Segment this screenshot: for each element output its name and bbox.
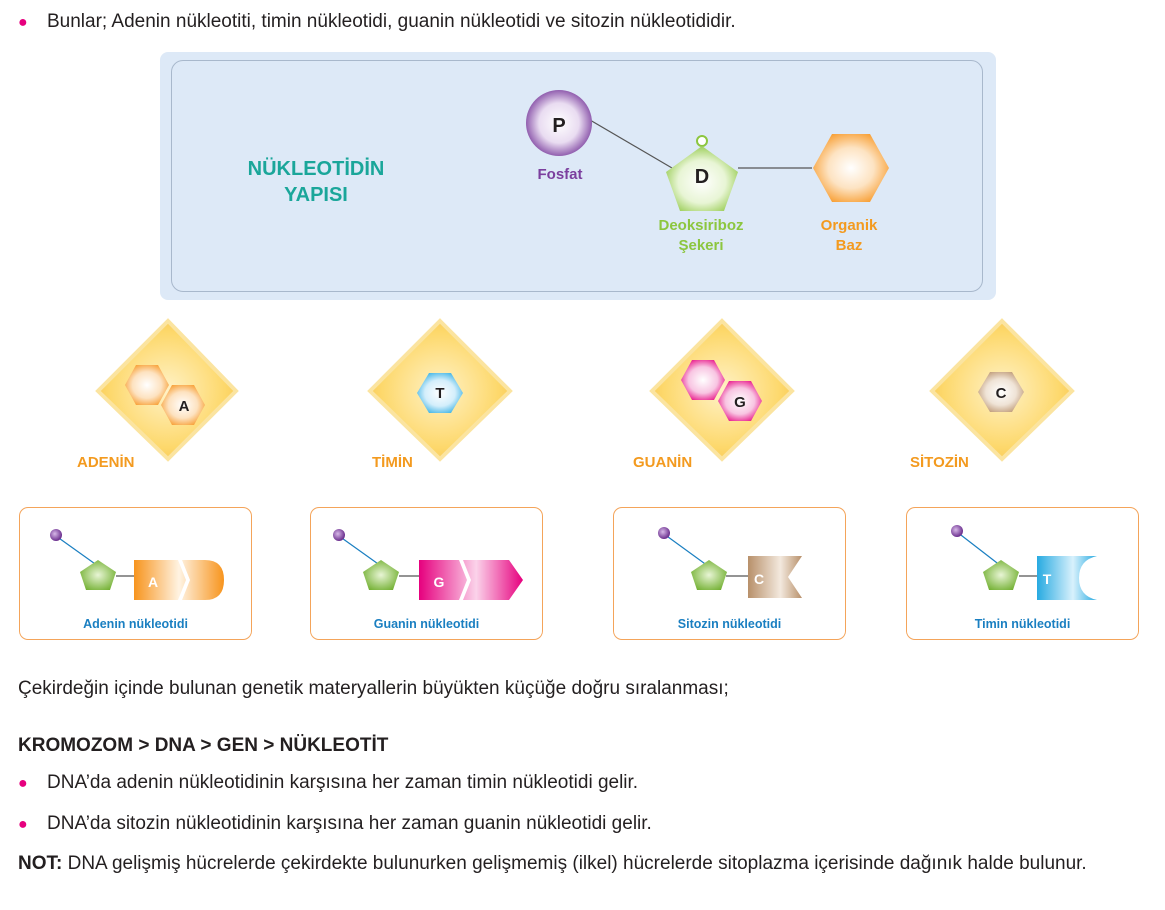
adenine-nucleotide-diagram: A — [50, 529, 224, 600]
sugar-label-line2: Şekeri — [678, 237, 724, 254]
ordering-intro: Çekirdeğin içinde bulunan genetik matery… — [18, 678, 729, 699]
pairing-bullet-2-text: DNA’da sitozin nükleotidinin karşısına h… — [47, 813, 652, 834]
cytosine-name: SİTOZİN — [910, 454, 969, 471]
phosphate-icon — [333, 529, 345, 541]
sugar-pentagon-icon — [691, 560, 727, 590]
thymine-nucleotide-caption: Timin nükleotidi — [974, 617, 1071, 631]
guanine-nucleotide-card: G Guanin nükleotidi — [310, 507, 543, 640]
adenine-base-icon — [134, 560, 224, 600]
thymine-symbol: T — [435, 385, 444, 402]
guanine-nucleotide-diagram: G — [333, 529, 523, 600]
adenine-nucleotide-card: A Adenin nükleotidi — [19, 507, 252, 640]
adenine-nucleotide-symbol: A — [148, 574, 158, 590]
cytosine-symbol: C — [996, 385, 1007, 402]
adenine-hexagon-icon — [125, 365, 169, 405]
phosphate-icon — [50, 529, 62, 541]
adenine-symbol: A — [179, 398, 190, 415]
phosphate-icon — [951, 525, 963, 537]
base-diamonds: A T G C — [95, 318, 1075, 462]
sugar-pentagon-icon — [80, 560, 116, 590]
phosphate-symbol: P — [552, 115, 565, 137]
base-hexagon-icon — [813, 134, 889, 202]
sugar-pentagon-icon — [666, 146, 738, 211]
guanine-hexagon-icon — [681, 360, 725, 400]
ordering-sequence: KROMOZOM > DNA > GEN > NÜKLEOTİT — [18, 735, 389, 756]
intro-bullet: ● Bunlar; Adenin nükleotiti, timin nükleo… — [18, 11, 736, 34]
phosphate-icon — [658, 527, 670, 539]
adenine-name: ADENİN — [77, 454, 135, 471]
structure-title-line2: YAPISI — [284, 184, 348, 206]
phosphate-icon — [526, 90, 592, 156]
pairing-bullet-1-text: DNA’da adenin nükleotidinin karşısına he… — [47, 772, 639, 793]
guanine-nucleotide-caption: Guanin nükleotidi — [373, 617, 480, 631]
structure-title-line1: NÜKLEOTİDİN — [247, 158, 385, 180]
thymine-nucleotide-card: T Timin nükleotidi — [906, 507, 1139, 640]
bullet-icon: ● — [18, 14, 28, 31]
note-paragraph: NOT: DNA gelişmiş hücrelerde çekirdekte … — [18, 852, 1153, 875]
base-label: Organik Baz — [799, 216, 899, 256]
thymine-name: TİMİN — [372, 454, 413, 471]
cytosine-nucleotide-diagram: C — [658, 527, 802, 598]
base-label-line2: Baz — [835, 237, 863, 254]
intro-text: Bunlar; Adenin nükleotiti, timin nükleot… — [47, 11, 736, 32]
sugar-label-line1: Deoksiriboz — [658, 217, 744, 234]
adenine-nucleotide-caption: Adenin nükleotidi — [83, 617, 188, 631]
guanine-nucleotide-symbol: G — [434, 574, 445, 590]
thymine-hexagon-icon — [417, 373, 463, 413]
panel-border — [171, 60, 983, 292]
pairing-bullet-1: ● DNA’da adenin nükleotidinin karşısına h… — [18, 772, 638, 795]
cytosine-base-icon — [748, 556, 802, 598]
thymine-nucleotide-symbol: T — [1043, 571, 1052, 587]
sugar-oxygen-icon — [696, 135, 708, 147]
sugar-label: Deoksiriboz Şekeri — [636, 216, 766, 256]
guanine-diamond — [649, 318, 795, 462]
guanine-symbol: G — [734, 394, 746, 411]
structure-title: NÜKLEOTİDİN YAPISI — [216, 156, 416, 208]
note-text: DNA gelişmiş hücrelerde çekirdekte bulun… — [62, 853, 1087, 874]
base-label-line1: Organik — [820, 217, 878, 234]
adenine-diamond — [95, 318, 239, 462]
sugar-pentagon-icon — [983, 560, 1019, 590]
phosphate-label: Fosfat — [537, 166, 583, 183]
phosphate-sugar-bond — [589, 119, 673, 169]
cytosine-nucleotide-caption: Sitozin nükleotidi — [677, 617, 782, 631]
cytosine-nucleotide-symbol: C — [754, 571, 764, 587]
cytosine-hexagon-icon — [978, 372, 1024, 412]
guanine-base-icon — [419, 560, 523, 600]
thymine-nucleotide-diagram: T — [951, 525, 1097, 600]
pairing-bullet-2: ● DNA’da sitozin nükleotidinin karşısına … — [18, 813, 652, 836]
bullet-icon: ● — [18, 775, 28, 792]
sugar-symbol: D — [695, 166, 709, 188]
guanine-hexagon-icon — [718, 381, 762, 421]
adenine-hexagon-icon — [161, 385, 205, 425]
guanine-name: GUANİN — [633, 454, 693, 471]
thymine-base-icon — [1037, 556, 1097, 600]
note-label: NOT: — [18, 853, 63, 874]
structure-diagram: P D — [526, 90, 889, 211]
cytosine-nucleotide-card: C Sitozin nükleotidi — [613, 507, 846, 640]
sugar-pentagon-icon — [363, 560, 399, 590]
bullet-icon: ● — [18, 816, 28, 833]
